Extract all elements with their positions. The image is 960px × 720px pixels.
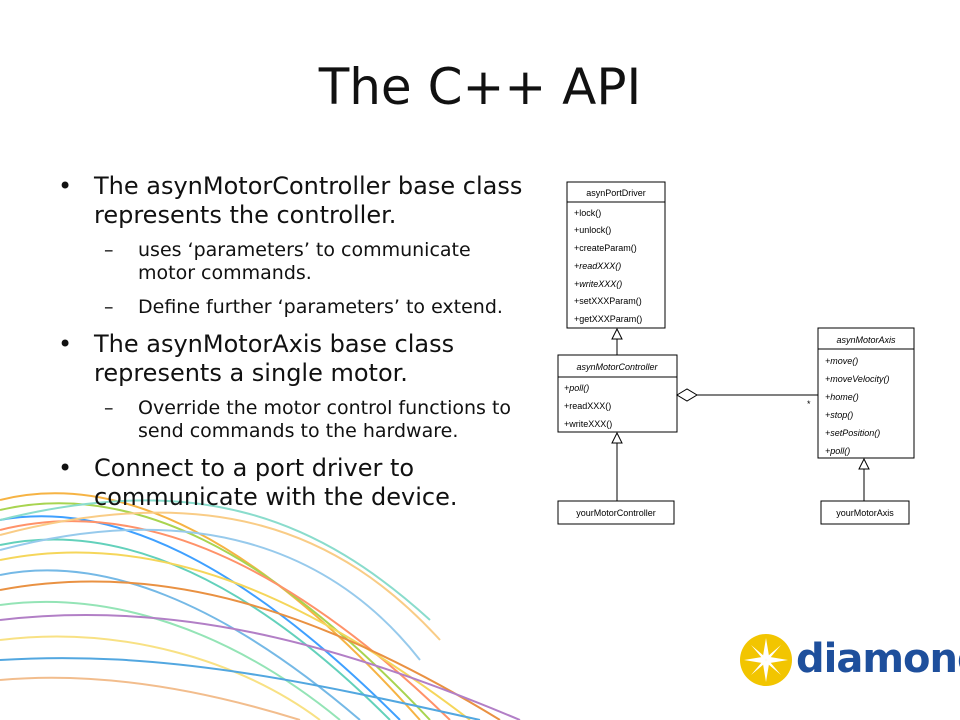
- sub-bullet-1-1-text: uses ‘parameters’ to communicate motor c…: [138, 239, 471, 284]
- dash-marker: –: [104, 296, 114, 318]
- motor-controller-class-name: asynMotorController: [576, 362, 658, 372]
- bullet-dot: •: [58, 454, 73, 482]
- bullet-dot: •: [58, 330, 73, 358]
- sub-bullet-1-1: – uses ‘parameters’ to communicate motor…: [58, 239, 528, 285]
- your-axis-class-box: [820, 500, 910, 525]
- bullet-list: • The asynMotorController base class rep…: [58, 172, 528, 521]
- port-driver-method: +writeXXX(): [574, 279, 622, 289]
- motor-axis-method: +setPosition(): [825, 428, 880, 438]
- sub-bullet-2-1-text: Override the motor control functions to …: [138, 397, 512, 442]
- motor-axis-method: +home(): [825, 392, 859, 402]
- sub-bullet-1-2-text: Define further ‘parameters’ to extend.: [138, 296, 503, 318]
- port-driver-class-box: [566, 181, 666, 329]
- inheritance-arrow: [858, 457, 870, 470]
- port-driver-method: +unlock(): [574, 225, 611, 235]
- motor-controller-method: +readXXX(): [564, 401, 611, 411]
- port-driver-method: +lock(): [574, 208, 601, 218]
- port-driver-method: +createParam(): [574, 243, 637, 253]
- sub-bullet-2-1: – Override the motor control functions t…: [58, 397, 528, 443]
- aggregation-diamond: [676, 388, 698, 402]
- your-controller-class-box: [557, 500, 675, 525]
- sub-bullet-1-2: – Define further ‘parameters’ to extend.: [58, 296, 528, 319]
- port-driver-method: +setXXXParam(): [574, 296, 642, 306]
- diamond-logo-text: diamond: [796, 636, 960, 682]
- bullet-3: • Connect to a port driver to communicat…: [58, 454, 528, 512]
- motor-controller-method: +poll(): [564, 383, 589, 393]
- port-driver-class-name: asynPortDriver: [586, 188, 646, 198]
- port-driver-method: +readXXX(): [574, 261, 621, 271]
- your-controller-class-name: yourMotorController: [576, 508, 656, 518]
- slide-title: The C++ API: [318, 58, 642, 116]
- diamond-logo-icon: [740, 634, 792, 686]
- motor-axis-method: +move(): [825, 356, 858, 366]
- bullet-1: • The asynMotorController base class rep…: [58, 172, 528, 230]
- motor-axis-method: +stop(): [825, 410, 853, 420]
- port-driver-method: +getXXXParam(): [574, 314, 642, 324]
- inheritance-arrow: [611, 431, 623, 444]
- motor-axis-class-box: [817, 327, 915, 459]
- bullet-2-text: The asynMotorAxis base class represents …: [94, 330, 455, 387]
- bullet-2: • The asynMotorAxis base class represent…: [58, 330, 528, 388]
- motor-controller-method: +writeXXX(): [564, 419, 612, 429]
- bullet-3-text: Connect to a port driver to communicate …: [94, 454, 458, 511]
- motor-axis-class-name: asynMotorAxis: [836, 335, 896, 345]
- motor-axis-method: +poll(): [825, 446, 850, 456]
- multiplicity-label: *: [807, 399, 811, 409]
- dash-marker: –: [104, 397, 114, 419]
- bullet-1-text: The asynMotorController base class repre…: [94, 172, 523, 229]
- your-axis-class-name: yourMotorAxis: [836, 508, 894, 518]
- dash-marker: –: [104, 239, 114, 261]
- inheritance-arrow: [611, 327, 623, 340]
- motor-axis-method: +moveVelocity(): [825, 374, 889, 384]
- bullet-dot: •: [58, 172, 73, 200]
